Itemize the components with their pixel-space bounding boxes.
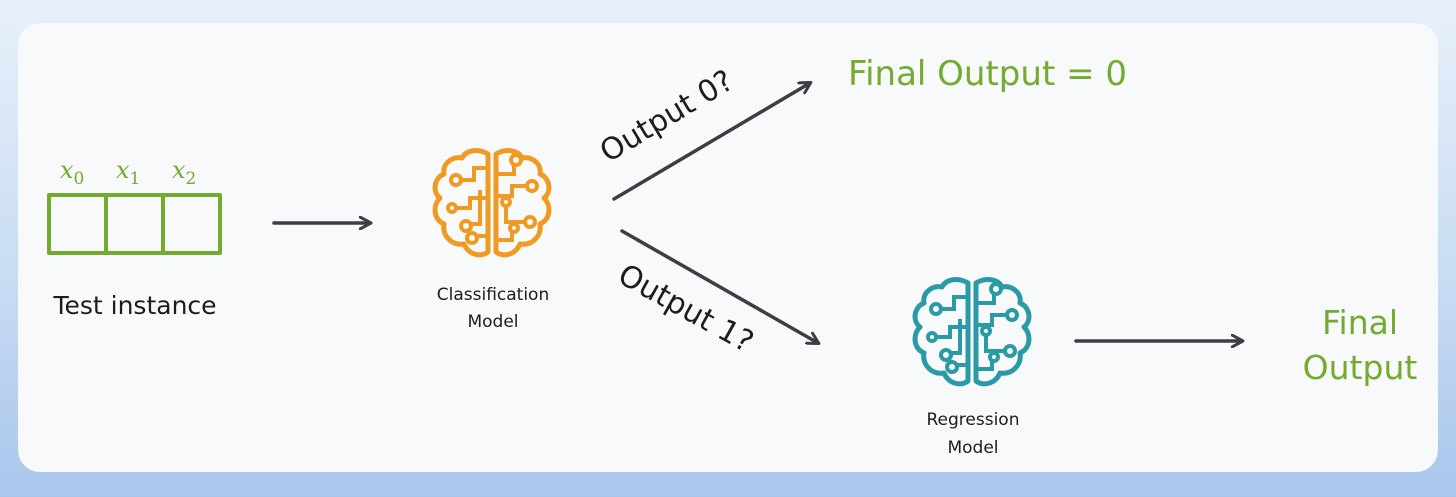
arrow-to-output-0 — [612, 83, 810, 201]
feature-labels: x0 x1 x2 — [60, 156, 196, 189]
test-instance-caption: Test instance — [52, 291, 216, 320]
final-output-line2: Output — [1303, 348, 1418, 387]
arrow-to-output-1 — [620, 229, 818, 343]
feature-label-x0: x0 — [60, 156, 84, 189]
input-cell-2 — [161, 193, 222, 255]
feature-label-x2: x2 — [172, 156, 196, 189]
classification-brain-icon — [435, 151, 549, 255]
diagram-card: x0 x1 x2 Test instance Classification Mo… — [18, 23, 1438, 472]
final-output-zero: Final Output = 0 — [848, 54, 1127, 94]
classification-model-label-line2: Model — [467, 312, 518, 332]
regression-model-label-line1: Regression — [927, 410, 1020, 430]
branch-label-output-1: Output 1? — [612, 257, 759, 360]
final-output-line1: Final — [1322, 303, 1398, 342]
branch-label-output-0: Output 0? — [594, 63, 740, 170]
feature-label-x1: x1 — [116, 156, 140, 189]
input-cell-1 — [104, 193, 165, 255]
regression-brain-icon — [915, 280, 1029, 384]
diagram-canvas: x0 x1 x2 Test instance Classification Mo… — [47, 54, 1418, 458]
input-vector — [47, 193, 222, 255]
regression-model-label-line2: Model — [947, 438, 998, 458]
classification-model-label-line1: Classification — [437, 285, 549, 305]
input-cell-0 — [47, 193, 108, 255]
